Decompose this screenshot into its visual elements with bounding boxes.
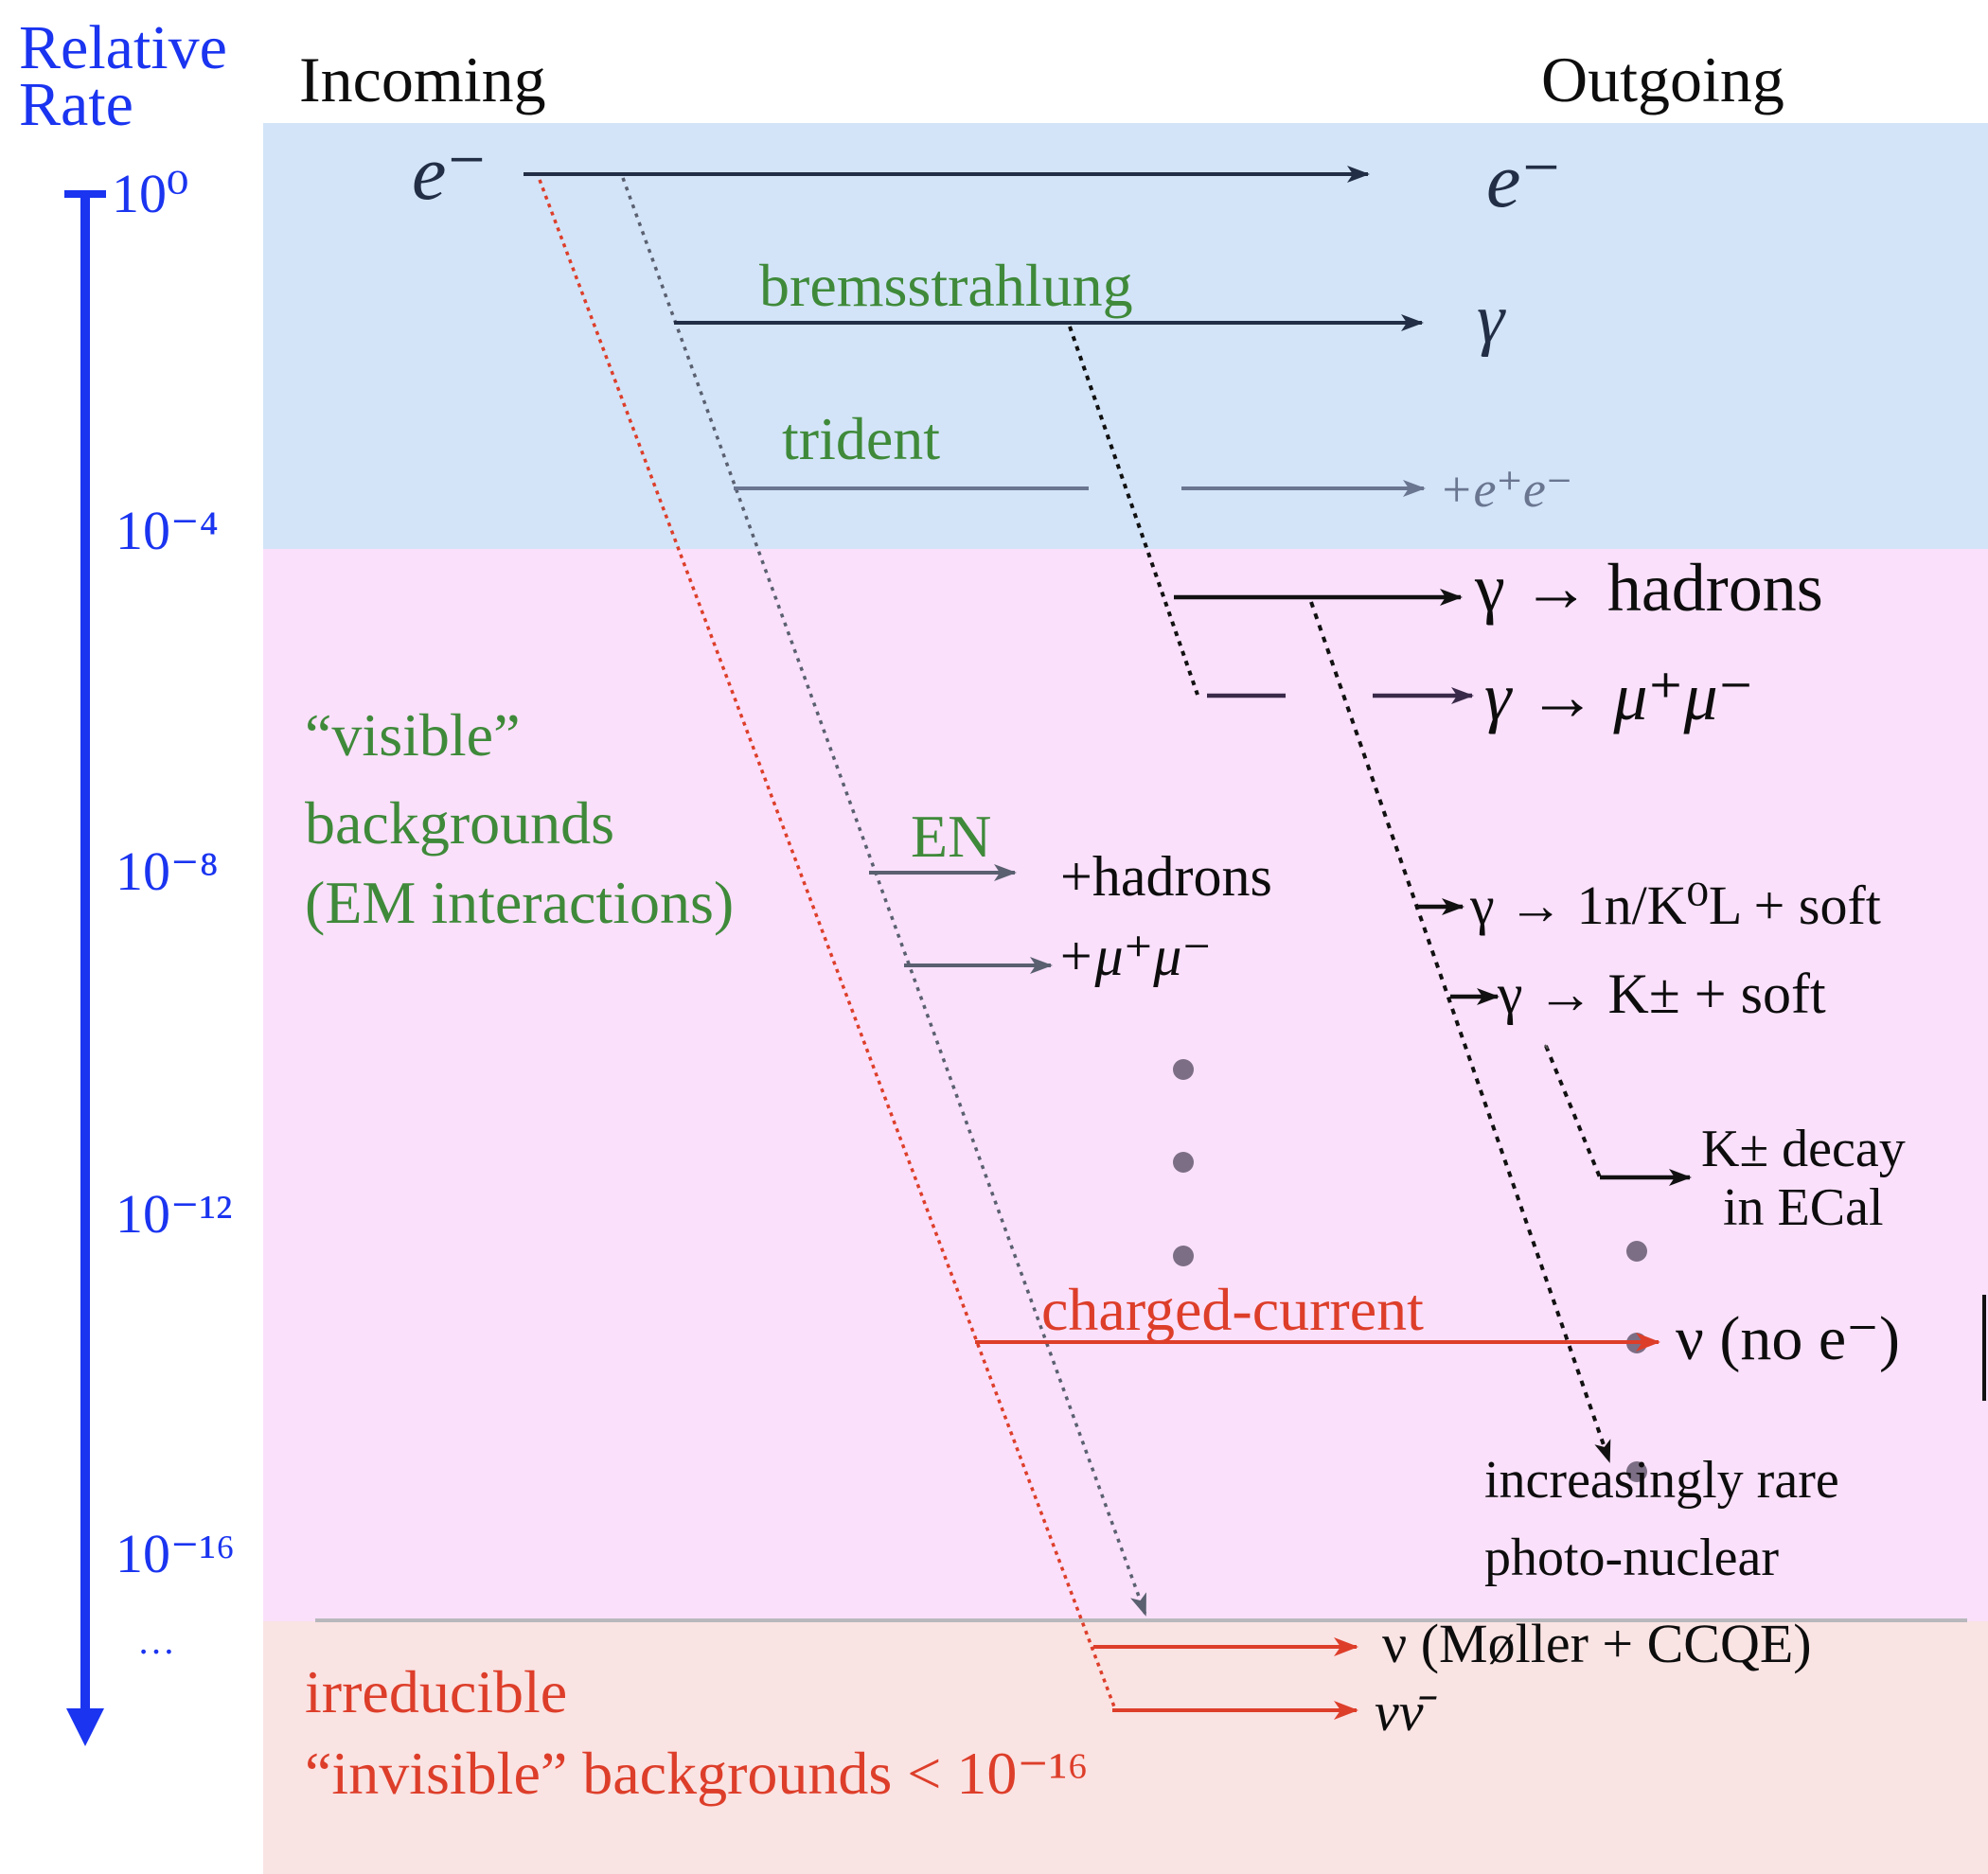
- rare-photonuclear-line1: increasingly rare: [1484, 1451, 1839, 1510]
- ellipsis-dot: [1173, 1246, 1194, 1266]
- ellipsis-dot: [1173, 1152, 1194, 1173]
- axis-title-line2: Rate: [19, 70, 133, 139]
- axis-tick-label: 10⁻⁸: [115, 840, 219, 902]
- nu-moller-label: ν (Møller + CCQE): [1382, 1613, 1812, 1674]
- photon-dotted-path: [1068, 326, 1199, 696]
- kpm-decay-label-line1: K± decay: [1701, 1120, 1906, 1178]
- en-hadrons-label: +hadrons: [1060, 845, 1272, 908]
- gamma-1n-kl-label: γ → 1n/K⁰L + soft: [1470, 875, 1881, 936]
- axis-tick-label: 10⁻⁴: [115, 500, 219, 561]
- charged-current-label: charged-current: [1041, 1276, 1424, 1343]
- axis-tick-label: 10⁰: [112, 163, 189, 224]
- rare-photonuclear-line2: photo-nuclear: [1484, 1529, 1779, 1587]
- visible-backgrounds-line2: backgrounds: [305, 789, 615, 857]
- outgoing-electron-label: e⁻: [1486, 137, 1562, 223]
- visible-backgrounds-line1: “visible”: [305, 701, 521, 769]
- kpm-decay-label-line2: in ECal: [1723, 1178, 1884, 1237]
- band-em-region: [263, 123, 1988, 549]
- gamma-mumu-label: γ → μ⁺μ⁻: [1484, 659, 1754, 734]
- ellipsis-dot: [1626, 1461, 1647, 1482]
- ellipsis-dot: [1173, 1059, 1194, 1080]
- irreducible-line1: irreducible: [305, 1658, 568, 1725]
- incoming-electron-label: e⁻: [412, 130, 488, 216]
- axis-tick-label: …: [137, 1619, 175, 1662]
- visible-backgrounds-line3: (EM interactions): [305, 869, 735, 936]
- gamma-kpm-label: γ → K± + soft: [1498, 963, 1826, 1025]
- en-mumu-label: +μ⁺μ⁻: [1056, 925, 1213, 987]
- trident-products-label: +e⁺e⁻: [1439, 461, 1573, 518]
- irreducible-line2: “invisible” backgrounds < 10⁻¹⁶: [305, 1740, 1089, 1807]
- incoming-header: Incoming: [299, 44, 546, 115]
- axis-tick-label: 10⁻¹²: [115, 1183, 233, 1245]
- nu-nubar-label: νν̄: [1375, 1681, 1424, 1742]
- photonuclear-dotted-path: [1309, 601, 1611, 1463]
- gamma-hadrons-label: γ → hadrons: [1475, 550, 1823, 626]
- bremsstrahlung-label: bremsstrahlung: [759, 252, 1133, 319]
- rate-axis-arrowhead: [66, 1708, 104, 1746]
- ellipsis-dot: [1626, 1241, 1647, 1262]
- trident-label: trident: [782, 405, 941, 472]
- outgoing-header: Outgoing: [1541, 44, 1784, 115]
- kpm-decay-dotted-path: [1544, 1045, 1602, 1178]
- gamma-label: γ: [1477, 280, 1505, 358]
- band-invisible-backgrounds: [263, 1621, 1988, 1874]
- tick-mark: [1544, 1044, 1549, 1050]
- axis-tick-label: 10⁻¹⁶: [115, 1523, 236, 1584]
- en-label: EN: [911, 803, 992, 870]
- nu-no-e-label: ν (no e⁻): [1676, 1304, 1900, 1373]
- band-visible-backgrounds: [263, 549, 1988, 1621]
- axis-title-line1: Relative: [19, 13, 227, 82]
